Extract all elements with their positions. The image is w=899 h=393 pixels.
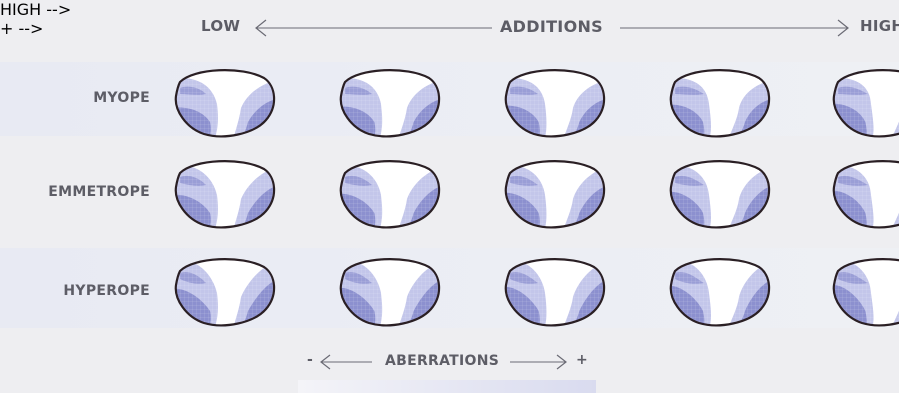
lens-hyperope-2 bbox=[339, 258, 441, 327]
lens-hyperope-3 bbox=[504, 258, 606, 327]
lens-myope-1 bbox=[174, 69, 276, 138]
lens-hyperope-1 bbox=[174, 258, 276, 327]
lens-emmetrope-2 bbox=[339, 160, 441, 229]
header-left-arrow bbox=[255, 19, 492, 37]
header-high-label: HIGH bbox=[860, 17, 899, 35]
row-label-myope: MYOPE bbox=[93, 90, 150, 106]
lens-emmetrope-1 bbox=[174, 160, 276, 229]
lens-myope-5 bbox=[832, 69, 899, 138]
aberration-gradient-bar bbox=[298, 380, 596, 393]
header-additions-label: ADDITIONS bbox=[500, 17, 603, 36]
footer-plus-label: + bbox=[576, 352, 589, 368]
lens-emmetrope-3 bbox=[504, 160, 606, 229]
footer-aberrations-label: ABERRATIONS bbox=[385, 353, 500, 369]
lens-myope-3 bbox=[504, 69, 606, 138]
lens-myope-2 bbox=[339, 69, 441, 138]
footer-left-arrow bbox=[320, 354, 372, 370]
lens-hyperope-4 bbox=[669, 258, 771, 327]
footer-right-arrow bbox=[510, 354, 567, 370]
row-label-hyperope: HYPEROPE bbox=[63, 283, 150, 299]
lens-emmetrope-5 bbox=[832, 160, 899, 229]
lens-hyperope-5 bbox=[832, 258, 899, 327]
footer-minus-label: - bbox=[307, 352, 314, 368]
row-label-emmetrope: EMMETROPE bbox=[48, 184, 150, 200]
lens-emmetrope-4 bbox=[669, 160, 771, 229]
header-low-label: LOW bbox=[201, 17, 241, 35]
lens-myope-4 bbox=[669, 69, 771, 138]
header-right-arrow bbox=[620, 19, 849, 37]
